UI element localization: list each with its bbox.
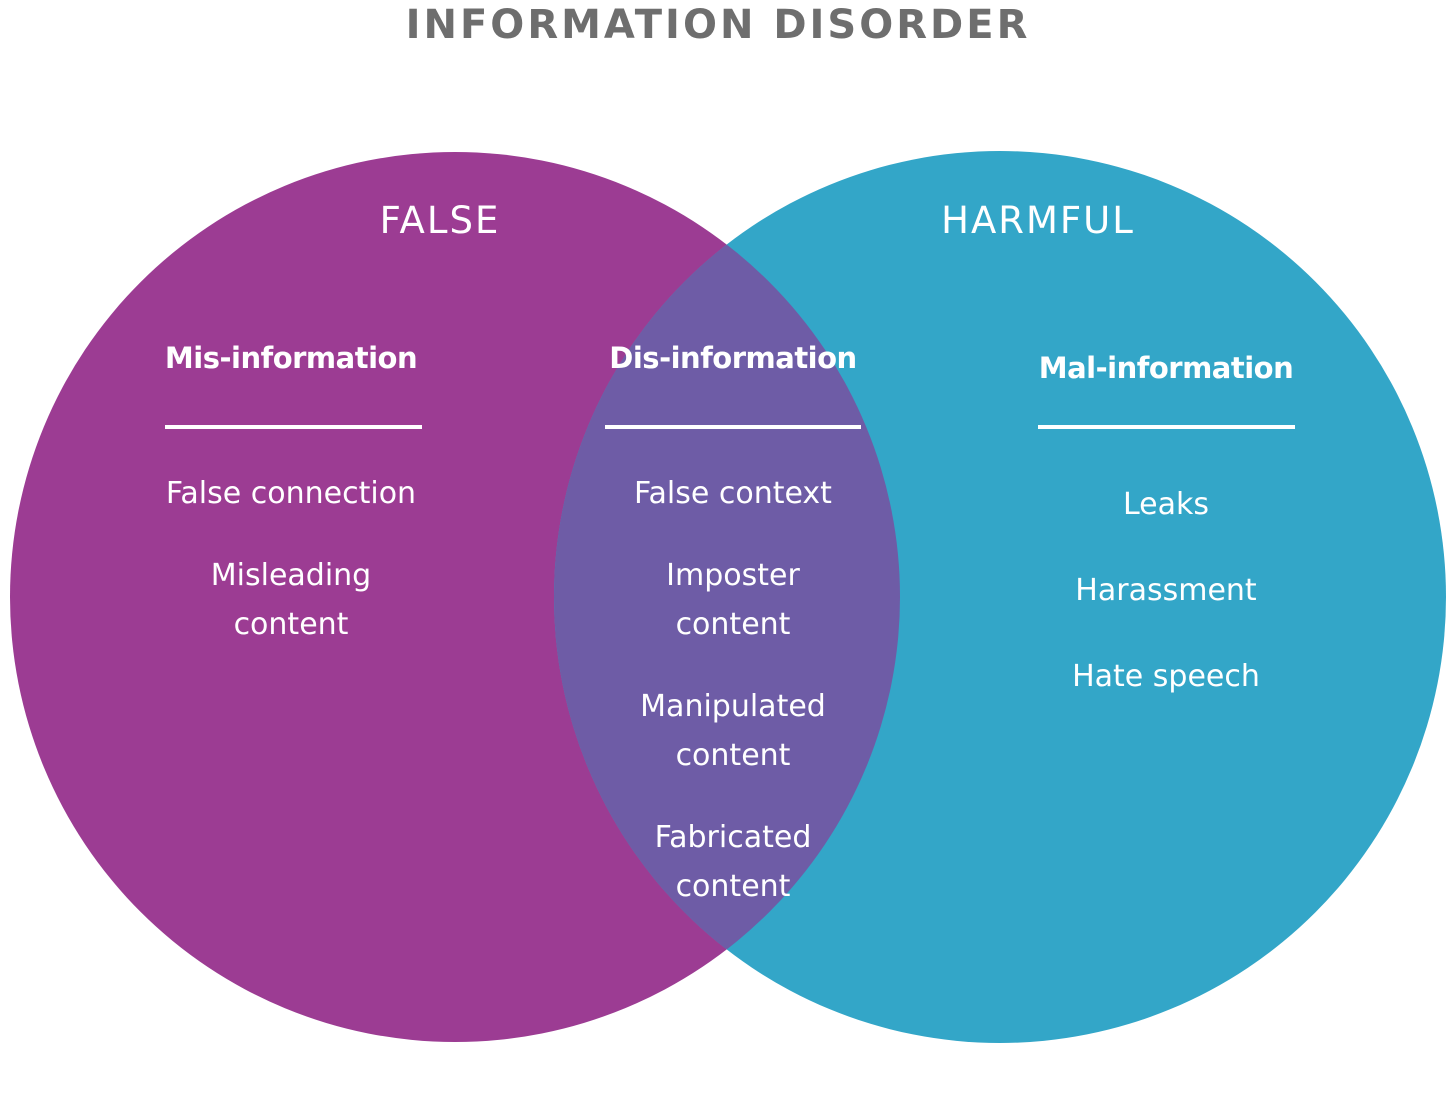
false-circle-label: FALSE: [380, 199, 501, 242]
malinformation-item: Leaks: [1123, 487, 1209, 522]
disinformation-item: Imposter: [666, 558, 800, 593]
disinformation-item: Fabricated: [655, 820, 812, 855]
malinformation-item: Hate speech: [1072, 659, 1260, 694]
overlap-region: [554, 152, 900, 1042]
disinformation-item: content: [676, 607, 791, 642]
misinformation-item: content: [234, 607, 349, 642]
misinformation-item: False connection: [166, 476, 416, 511]
disinformation-heading: Dis-information: [609, 341, 856, 375]
misinformation-item: Misleading: [211, 558, 371, 593]
malinformation-heading: Mal-information: [1039, 351, 1294, 385]
disinformation-item: Manipulated: [640, 689, 826, 724]
malinformation-item: Harassment: [1075, 573, 1257, 608]
disinformation-item: content: [676, 738, 791, 773]
diagram-title: INFORMATION DISORDER: [406, 2, 1031, 48]
harmful-circle-label: HARMFUL: [941, 199, 1135, 242]
disinformation-item: False context: [634, 476, 832, 511]
disinformation-item: content: [676, 869, 791, 904]
misinformation-heading: Mis-information: [165, 341, 417, 375]
